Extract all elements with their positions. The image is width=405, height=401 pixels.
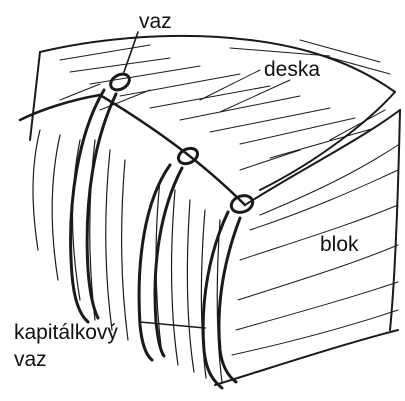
label-headband-cord-line-1: kapitálkový xyxy=(14,319,118,346)
board-outline xyxy=(30,36,395,190)
cord-3 xyxy=(203,193,255,388)
label-text-block: blok xyxy=(320,233,359,257)
page-edges xyxy=(232,145,398,355)
text-block-outline xyxy=(215,110,400,385)
spine-ridge xyxy=(20,95,245,205)
label-headband-cord-line-2: vaz xyxy=(14,346,118,373)
cord-2 xyxy=(139,145,200,360)
label-board: deska xyxy=(264,58,320,82)
label-cord: vaz xyxy=(139,10,172,34)
label-headband-cord: kapitálkový vaz xyxy=(14,319,118,373)
